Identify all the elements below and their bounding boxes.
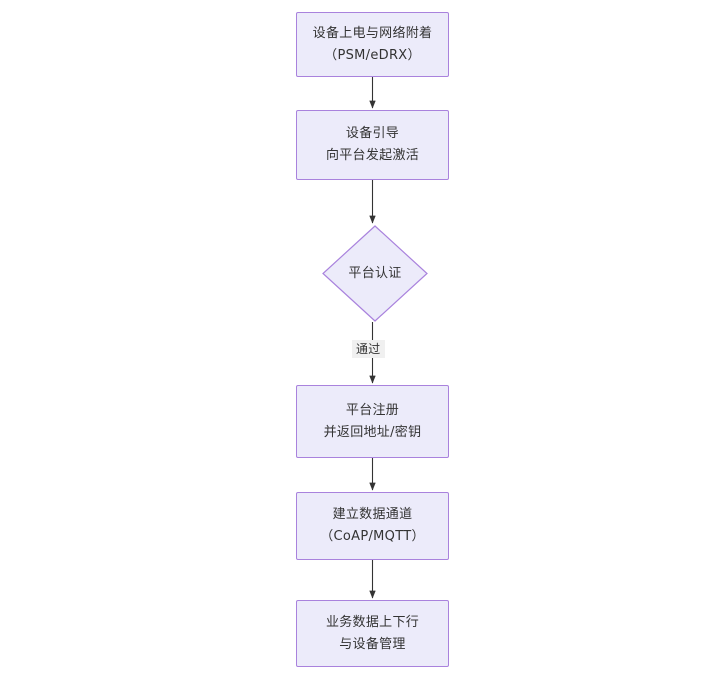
node-platform-register[interactable]: 平台注册 并返回地址/密钥: [296, 385, 449, 458]
node-label: 设备上电与网络附着 （PSM/eDRX）: [312, 25, 433, 63]
node-label: 平台认证: [348, 265, 402, 281]
diamond-shape: [322, 225, 428, 322]
node-label: 建立数据通道 （CoAP/MQTT）: [320, 507, 425, 544]
node-establish-data-channel[interactable]: 建立数据通道 （CoAP/MQTT）: [296, 492, 449, 560]
node-platform-auth-decision[interactable]: 平台认证: [322, 225, 428, 322]
node-device-power-on[interactable]: 设备上电与网络附着 （PSM/eDRX）: [296, 12, 449, 77]
node-device-bootstrap[interactable]: 设备引导 向平台发起激活: [296, 110, 449, 180]
node-business-data-and-device-mgmt[interactable]: 业务数据上下行 与设备管理: [296, 600, 449, 667]
node-label: 设备引导 向平台发起激活: [325, 126, 420, 163]
node-label: 平台注册 并返回地址/密钥: [323, 402, 422, 440]
node-label: 业务数据上下行 与设备管理: [325, 614, 420, 652]
edge-label-pass: 通过: [352, 340, 385, 358]
